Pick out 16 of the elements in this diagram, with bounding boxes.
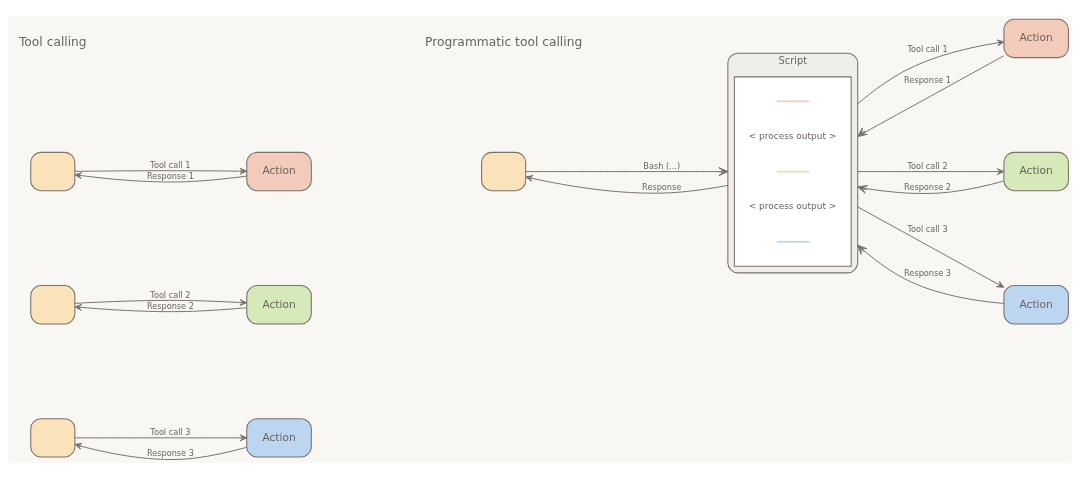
- edge-label: Tool call 3: [150, 427, 191, 438]
- edge-label: Response 1: [904, 75, 952, 86]
- edge-label: Tool call 1: [907, 43, 948, 54]
- edge-label: Tool call 3: [907, 224, 948, 235]
- edge-label: Bash (...): [643, 161, 681, 172]
- edge-label: Tool call 2: [150, 290, 191, 301]
- edge-label: Response 2: [904, 181, 952, 192]
- edge-label: Tool call 1: [150, 160, 191, 171]
- edge-label: Response 3: [904, 268, 952, 279]
- label: Programmatic tool calling: [425, 35, 583, 50]
- edge-label: Response: [642, 181, 682, 192]
- label: Tool calling: [18, 35, 87, 50]
- edge-label: Response 3: [146, 447, 194, 458]
- edge-label: Response 2: [146, 300, 194, 311]
- edge-label: Response 1: [146, 170, 194, 181]
- edge-label: Tool call 2: [907, 161, 948, 172]
